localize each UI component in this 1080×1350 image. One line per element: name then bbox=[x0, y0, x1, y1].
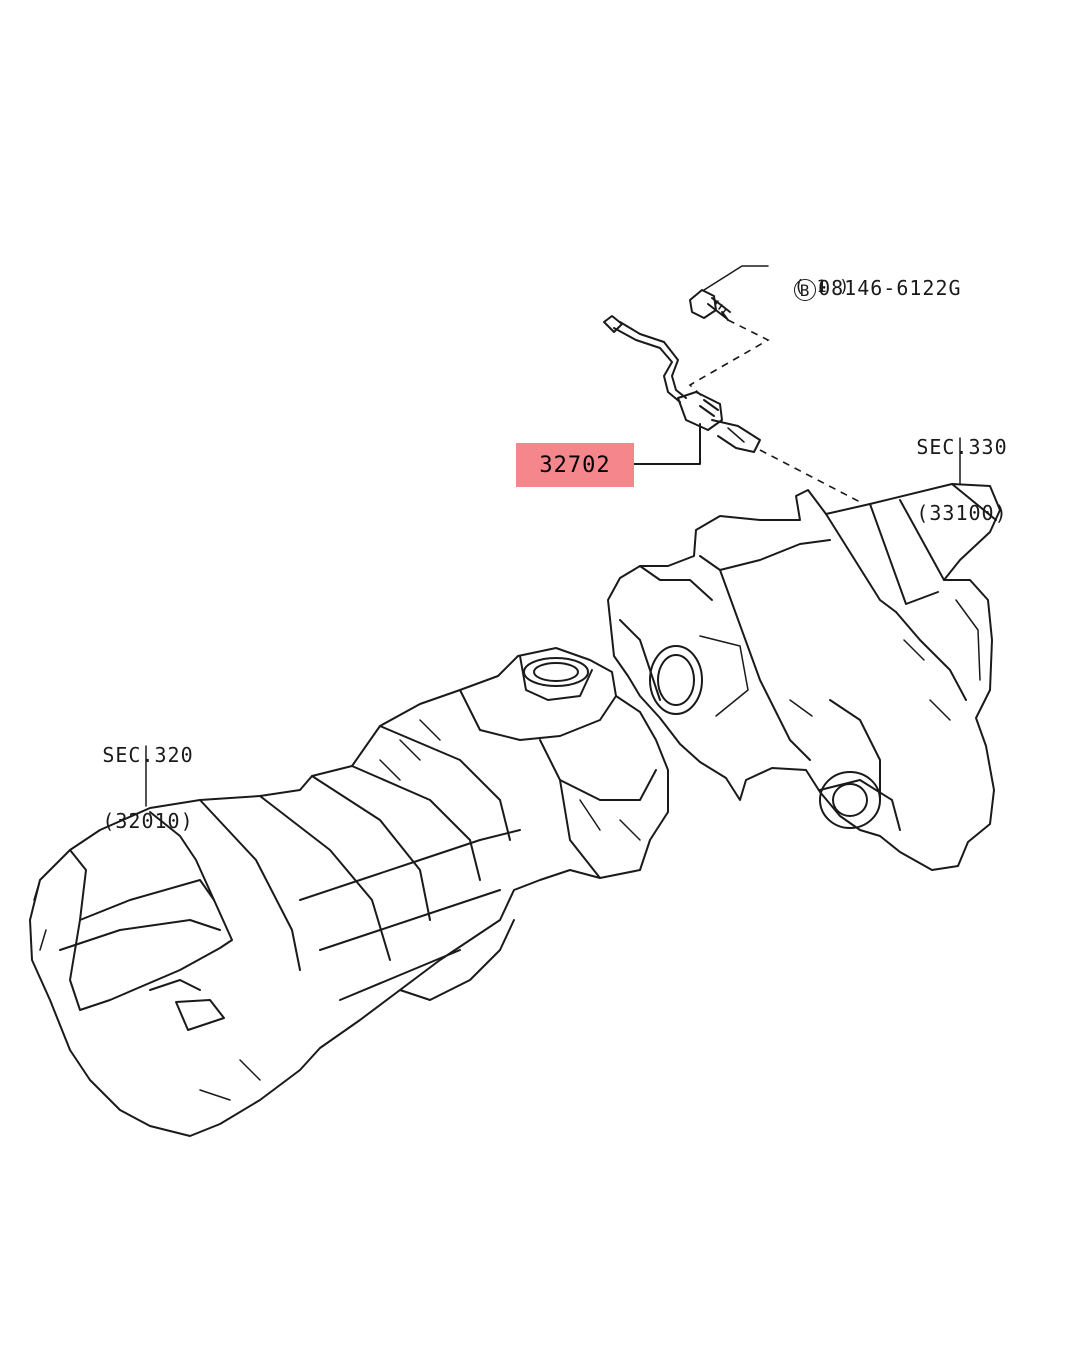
part-number-callout[interactable]: 32702 bbox=[516, 443, 634, 487]
transmission-code: (32010) bbox=[102, 809, 194, 833]
transfer-sec: SEC.330 bbox=[916, 435, 1008, 459]
switch-drawing bbox=[603, 315, 761, 453]
switch-dashed-line bbox=[759, 449, 861, 503]
transfer-section-label[interactable]: SEC.330 (33100) bbox=[906, 392, 1018, 546]
b-marker-icon: B bbox=[794, 278, 817, 301]
transfer-case-drawing bbox=[607, 483, 1001, 871]
bolt-leader-line bbox=[703, 265, 769, 291]
bolt-part-number: 08146-6122G bbox=[818, 276, 962, 300]
bolt-quantity: ( 1 ) bbox=[794, 277, 851, 297]
transmission-sec: SEC.320 bbox=[102, 743, 194, 767]
bolt-drawing bbox=[689, 289, 731, 321]
transmission-drawing bbox=[29, 647, 669, 1137]
bolt-dashed-line bbox=[688, 319, 770, 399]
part-leader-line bbox=[633, 423, 701, 465]
transmission-section-label[interactable]: SEC.320 (32010) bbox=[92, 700, 204, 854]
transfer-code: (33100) bbox=[916, 501, 1008, 525]
